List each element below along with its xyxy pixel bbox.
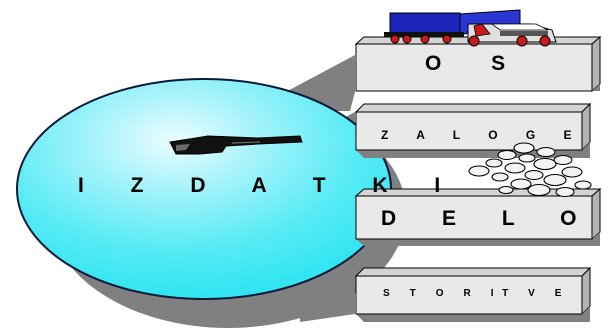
box-delo-label: D E L O — [381, 207, 597, 230]
box-storitve-label: S T O R IT V E — [383, 288, 571, 299]
box-zaloge-shape — [354, 102, 592, 158]
box-storitve-shape — [354, 266, 592, 322]
coins-icon — [468, 142, 592, 198]
box-os-shape — [354, 35, 602, 93]
pointing-hand-icon — [169, 135, 303, 155]
truck-icon — [384, 9, 557, 47]
box-zaloge-label: Z A L O G E — [381, 128, 585, 142]
box-os-label: O S — [425, 52, 528, 75]
connector-storitve — [300, 276, 355, 322]
diagram-title: I Z D A T K I — [78, 174, 461, 197]
